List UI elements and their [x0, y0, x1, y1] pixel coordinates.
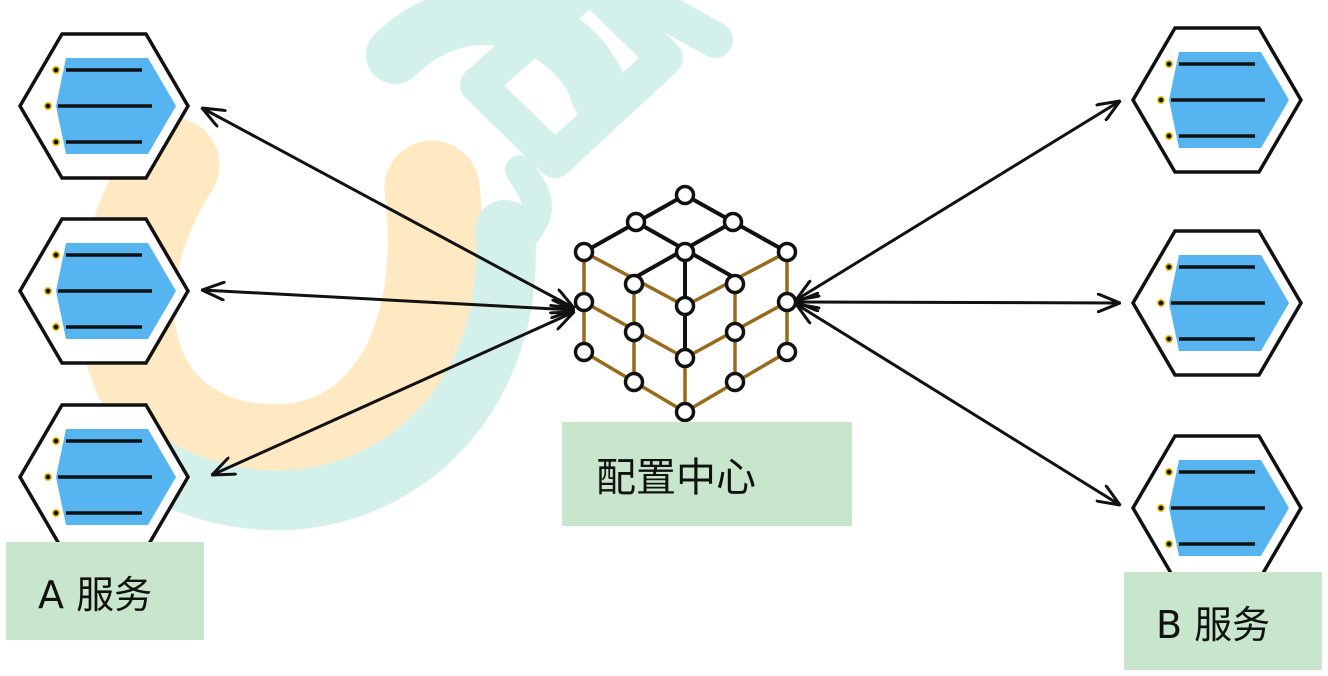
- service-b2-icon: [1131, 229, 1303, 377]
- config-center-label: 配置中心: [562, 422, 852, 526]
- service-a-label-text: A 服务: [38, 572, 153, 617]
- config-center-cube-icon: [573, 184, 798, 423]
- arrow-a2-config: [202, 290, 574, 310]
- config-center-label-text: 配置中心: [596, 455, 756, 501]
- service-b1-icon: [1131, 26, 1303, 174]
- arrow-a3-config: [212, 312, 574, 475]
- arrow-config-b1: [796, 101, 1120, 300]
- arrow-config-b3: [796, 304, 1120, 505]
- connection-arrows: [202, 101, 1120, 505]
- service-b-label-text: B 服务: [1156, 602, 1271, 647]
- service-a-label: A 服务: [6, 542, 204, 640]
- service-b3-icon: [1131, 434, 1303, 582]
- arrow-config-b2: [796, 302, 1120, 303]
- arrow-a1-config: [202, 108, 574, 308]
- service-b-label: B 服务: [1124, 572, 1322, 670]
